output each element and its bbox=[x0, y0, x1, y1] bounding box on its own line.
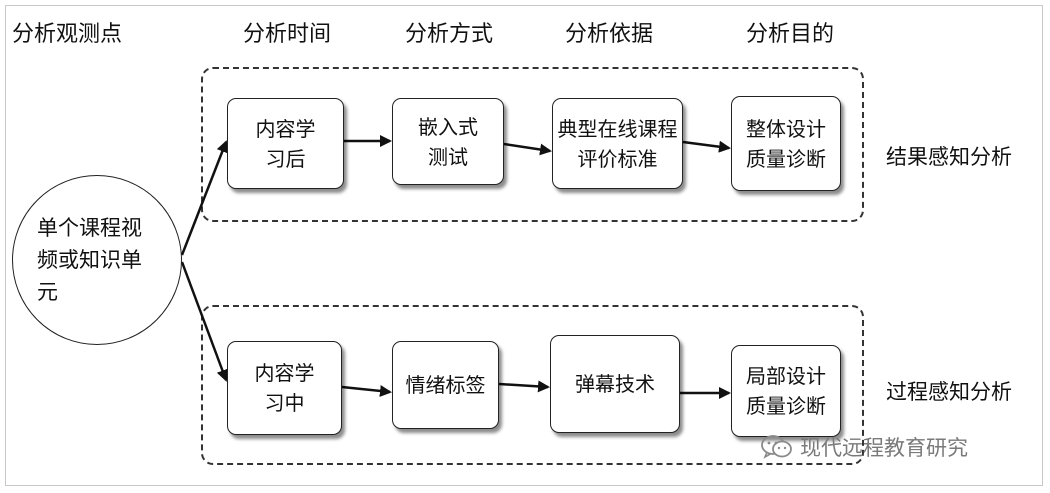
result-box-after-learning: 内容学习后 bbox=[227, 98, 344, 189]
process-box-1-label: 内容学习中 bbox=[254, 361, 315, 415]
process-box-3-label: 弹幕技术 bbox=[575, 372, 655, 396]
arrow-source-to-process bbox=[180, 261, 229, 382]
source-node: 单个课程视频或知识单元 bbox=[12, 175, 182, 345]
process-box-during-learning: 内容学习中 bbox=[227, 341, 342, 435]
watermark-text: 现代远程教育研究 bbox=[800, 436, 968, 460]
header-analysis-time: 分析时间 bbox=[243, 22, 332, 47]
result-box-3-label: 典型在线课程评价标准 bbox=[557, 116, 678, 171]
watermark: 现代远程教育研究 bbox=[760, 432, 968, 462]
result-box-2-label: 嵌入式测试 bbox=[418, 114, 478, 169]
image-frame bbox=[5, 5, 1043, 486]
header-observation-point: 分析观测点 bbox=[12, 22, 123, 47]
header-analysis-basis: 分析依据 bbox=[565, 22, 654, 47]
header-analysis-method: 分析方式 bbox=[405, 22, 494, 47]
result-box-embedded-test: 嵌入式测试 bbox=[392, 98, 504, 185]
result-box-1-label: 内容学习后 bbox=[255, 116, 316, 171]
process-perception-label: 过程感知分析 bbox=[886, 380, 1012, 404]
process-group-frame bbox=[201, 305, 864, 465]
arrow-result-2-3 bbox=[503, 142, 552, 156]
arrow-source-to-result bbox=[180, 140, 228, 256]
process-box-bullet-comment: 弹幕技术 bbox=[550, 335, 680, 433]
arrow-process-1-2 bbox=[341, 384, 392, 397]
process-box-emotion-tag: 情绪标签 bbox=[392, 341, 499, 429]
result-perception-label: 结果感知分析 bbox=[886, 145, 1012, 169]
arrow-process-2-3 bbox=[498, 380, 550, 393]
process-box-4-label: 局部设计质量诊断 bbox=[746, 364, 826, 418]
arrow-result-3-4 bbox=[682, 140, 731, 153]
result-box-overall-diagnosis: 整体设计质量诊断 bbox=[731, 96, 841, 191]
source-node-label: 单个课程视频或知识单元 bbox=[37, 216, 142, 304]
wechat-icon bbox=[761, 435, 792, 459]
result-box-4-label: 整体设计质量诊断 bbox=[746, 116, 826, 171]
process-box-local-diagnosis: 局部设计质量诊断 bbox=[731, 345, 841, 437]
result-group-frame bbox=[201, 67, 864, 222]
header-analysis-purpose: 分析目的 bbox=[746, 22, 835, 47]
process-box-2-label: 情绪标签 bbox=[405, 373, 486, 397]
result-box-evaluation-standard: 典型在线课程评价标准 bbox=[552, 98, 683, 189]
